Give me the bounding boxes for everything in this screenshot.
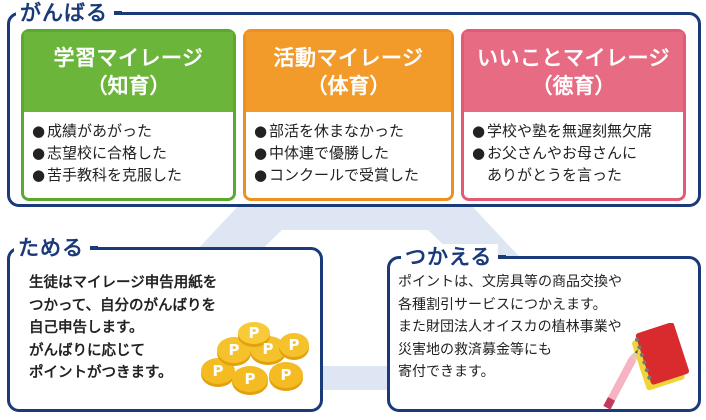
- card-gakushu-title: 学習マイレージ: [53, 44, 203, 72]
- card-iikoto: いいことマイレージ （徳育） ●学校や塾を無遅刻無欠席 ●お父さんやお母さんに …: [461, 29, 686, 201]
- tameru-description: 生徒はマイレージ申告用紙を つかって、自分のがんばりを 自己申告します。 がんば…: [29, 272, 217, 385]
- list-item: ●成績があがった: [32, 120, 229, 142]
- card-gakushu-header: 学習マイレージ （知育）: [24, 32, 233, 112]
- card-iikoto-list: ●学校や塾を無遅刻無欠席 ●お父さんやお母さんに ありがとうを言った: [464, 112, 683, 198]
- ganbaru-title: がんばる: [16, 0, 114, 26]
- list-item: ●志望校に合格した: [32, 142, 229, 164]
- tsukaeru-title: つかえる: [401, 244, 498, 270]
- bullet-icon: ●: [32, 164, 47, 186]
- svg-text:P: P: [229, 341, 240, 359]
- card-gakushu-list: ●成績があがった ●志望校に合格した ●苦手教科を克服した: [24, 112, 233, 198]
- bullet-icon: ●: [254, 142, 269, 164]
- tsukaeru-description: ポイントは、文房具等の商品交換や 各種割引サービスにつかえます。 また財団法人オ…: [398, 271, 622, 384]
- card-katsudo: 活動マイレージ （体育） ●部活を休まなかった ●中体連で優勝した ●コンクール…: [243, 29, 454, 201]
- ganbaru-panel: 学習マイレージ （知育） ●成績があがった ●志望校に合格した ●苦手教科を克服…: [7, 12, 701, 207]
- card-gakushu-subtitle: （知育）: [87, 72, 171, 100]
- card-katsudo-title: 活動マイレージ: [273, 44, 423, 72]
- coin-pile-icon: P P P P P P P: [196, 322, 314, 404]
- list-item: ありがとうを言った: [472, 164, 679, 186]
- card-iikoto-subtitle: （徳育）: [532, 72, 616, 100]
- bullet-icon: ●: [32, 142, 47, 164]
- tameru-panel: 生徒はマイレージ申告用紙を つかって、自分のがんばりを 自己申告します。 がんば…: [7, 247, 323, 412]
- bullet-icon: ●: [254, 120, 269, 142]
- svg-text:P: P: [245, 370, 256, 388]
- stationery-icon: [600, 323, 700, 411]
- svg-text:P: P: [263, 340, 274, 358]
- list-item: ●苦手教科を克服した: [32, 164, 229, 186]
- svg-text:P: P: [289, 336, 300, 354]
- bullet-icon: ●: [472, 142, 487, 164]
- card-gakushu: 学習マイレージ （知育） ●成績があがった ●志望校に合格した ●苦手教科を克服…: [21, 29, 236, 201]
- svg-text:P: P: [281, 366, 292, 384]
- list-item: ●お父さんやお母さんに: [472, 142, 679, 164]
- tsukaeru-panel: ポイントは、文房具等の商品交換や 各種割引サービスにつかえます。 また財団法人オ…: [387, 256, 701, 412]
- svg-text:P: P: [213, 362, 224, 380]
- list-item: ●学校や塾を無遅刻無欠席: [472, 120, 679, 142]
- bullet-icon: ●: [254, 164, 269, 186]
- card-iikoto-title: いいことマイレージ: [477, 44, 670, 72]
- svg-text:P: P: [249, 324, 260, 342]
- list-item: ●中体連で優勝した: [254, 142, 447, 164]
- bullet-icon: ●: [472, 120, 487, 142]
- card-katsudo-list: ●部活を休まなかった ●中体連で優勝した ●コンクールで受賞した: [246, 112, 451, 198]
- card-iikoto-header: いいことマイレージ （徳育）: [464, 32, 683, 112]
- card-katsudo-header: 活動マイレージ （体育）: [246, 32, 451, 112]
- bullet-icon: ●: [32, 120, 47, 142]
- tameru-title: ためる: [14, 235, 90, 261]
- list-item: ●部活を休まなかった: [254, 120, 447, 142]
- list-item: ●コンクールで受賞した: [254, 164, 447, 186]
- card-katsudo-subtitle: （体育）: [307, 72, 391, 100]
